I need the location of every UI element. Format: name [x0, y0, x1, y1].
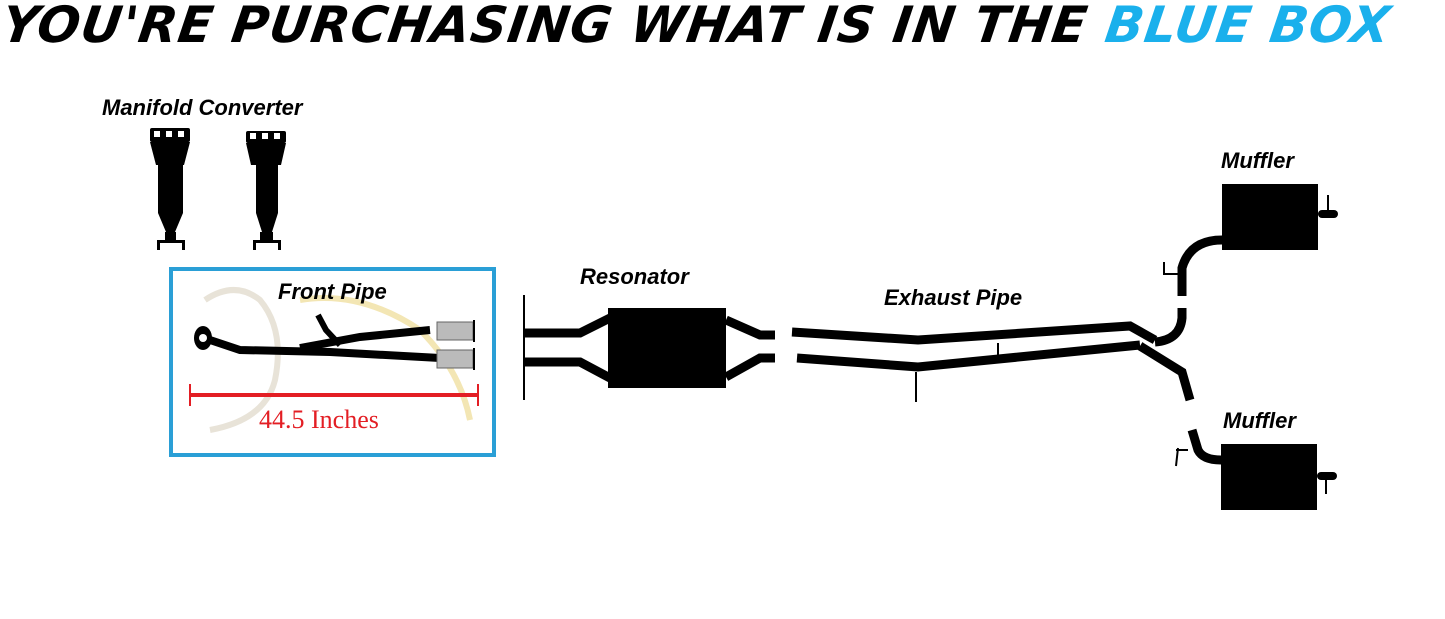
manifold-converter-right-icon [246, 131, 286, 250]
front-pipe-label: Front Pipe [278, 279, 387, 304]
muffler-lower-label: Muffler [1223, 408, 1296, 433]
muffler-upper-label: Muffler [1221, 148, 1294, 173]
manifold-converter-left-icon [150, 128, 190, 250]
exhaust-pipe-label: Exhaust Pipe [884, 285, 1023, 310]
blue-box-highlight [169, 267, 496, 457]
manifold-converter-label: Manifold Converter [102, 95, 303, 120]
muffler-lower-icon [1175, 428, 1337, 510]
front-pipe-icon [194, 287, 475, 433]
measurement-bar-icon [189, 384, 479, 406]
exhaust-pipe-icon [791, 308, 1195, 402]
resonator-label: Resonator [580, 264, 689, 289]
front-pipe-measurement: 44.5 Inches [259, 405, 379, 434]
muffler-upper-icon [1163, 184, 1338, 296]
resonator-icon [523, 295, 775, 400]
